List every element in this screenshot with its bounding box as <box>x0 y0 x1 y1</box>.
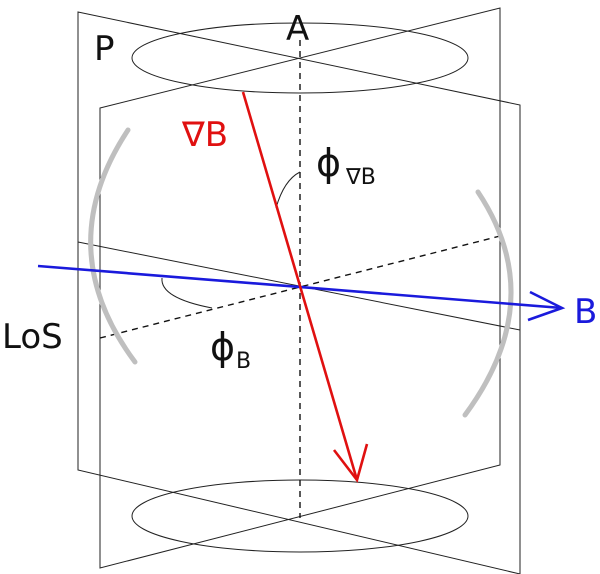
label-phi-gradb-subscript: ∇B <box>345 165 376 190</box>
los-dashed-line <box>99 235 501 339</box>
label-phi-b-subscript: B <box>236 349 251 374</box>
label-axis-a: A <box>286 9 309 49</box>
left-grey-arc <box>88 127 138 365</box>
plane-crossing-outline <box>99 7 501 569</box>
top-ellipse <box>131 22 469 94</box>
label-field-b: B <box>574 292 597 332</box>
angle-arc-phi-b <box>161 277 213 309</box>
right-grey-arc <box>462 189 514 418</box>
angle-arc-phi-gradb <box>275 171 301 209</box>
label-plane-p: P <box>94 29 115 69</box>
label-phi-b-symbol: ϕ <box>210 325 235 369</box>
gradient-arrowhead <box>332 443 369 483</box>
label-phi-gradb-symbol: ϕ <box>316 141 341 185</box>
label-line-of-sight: LoS <box>2 317 63 357</box>
plane-p-outline <box>77 11 521 574</box>
gradient-vector <box>241 91 359 481</box>
field-arrowhead <box>527 290 566 322</box>
label-gradient: ∇B <box>181 115 228 155</box>
